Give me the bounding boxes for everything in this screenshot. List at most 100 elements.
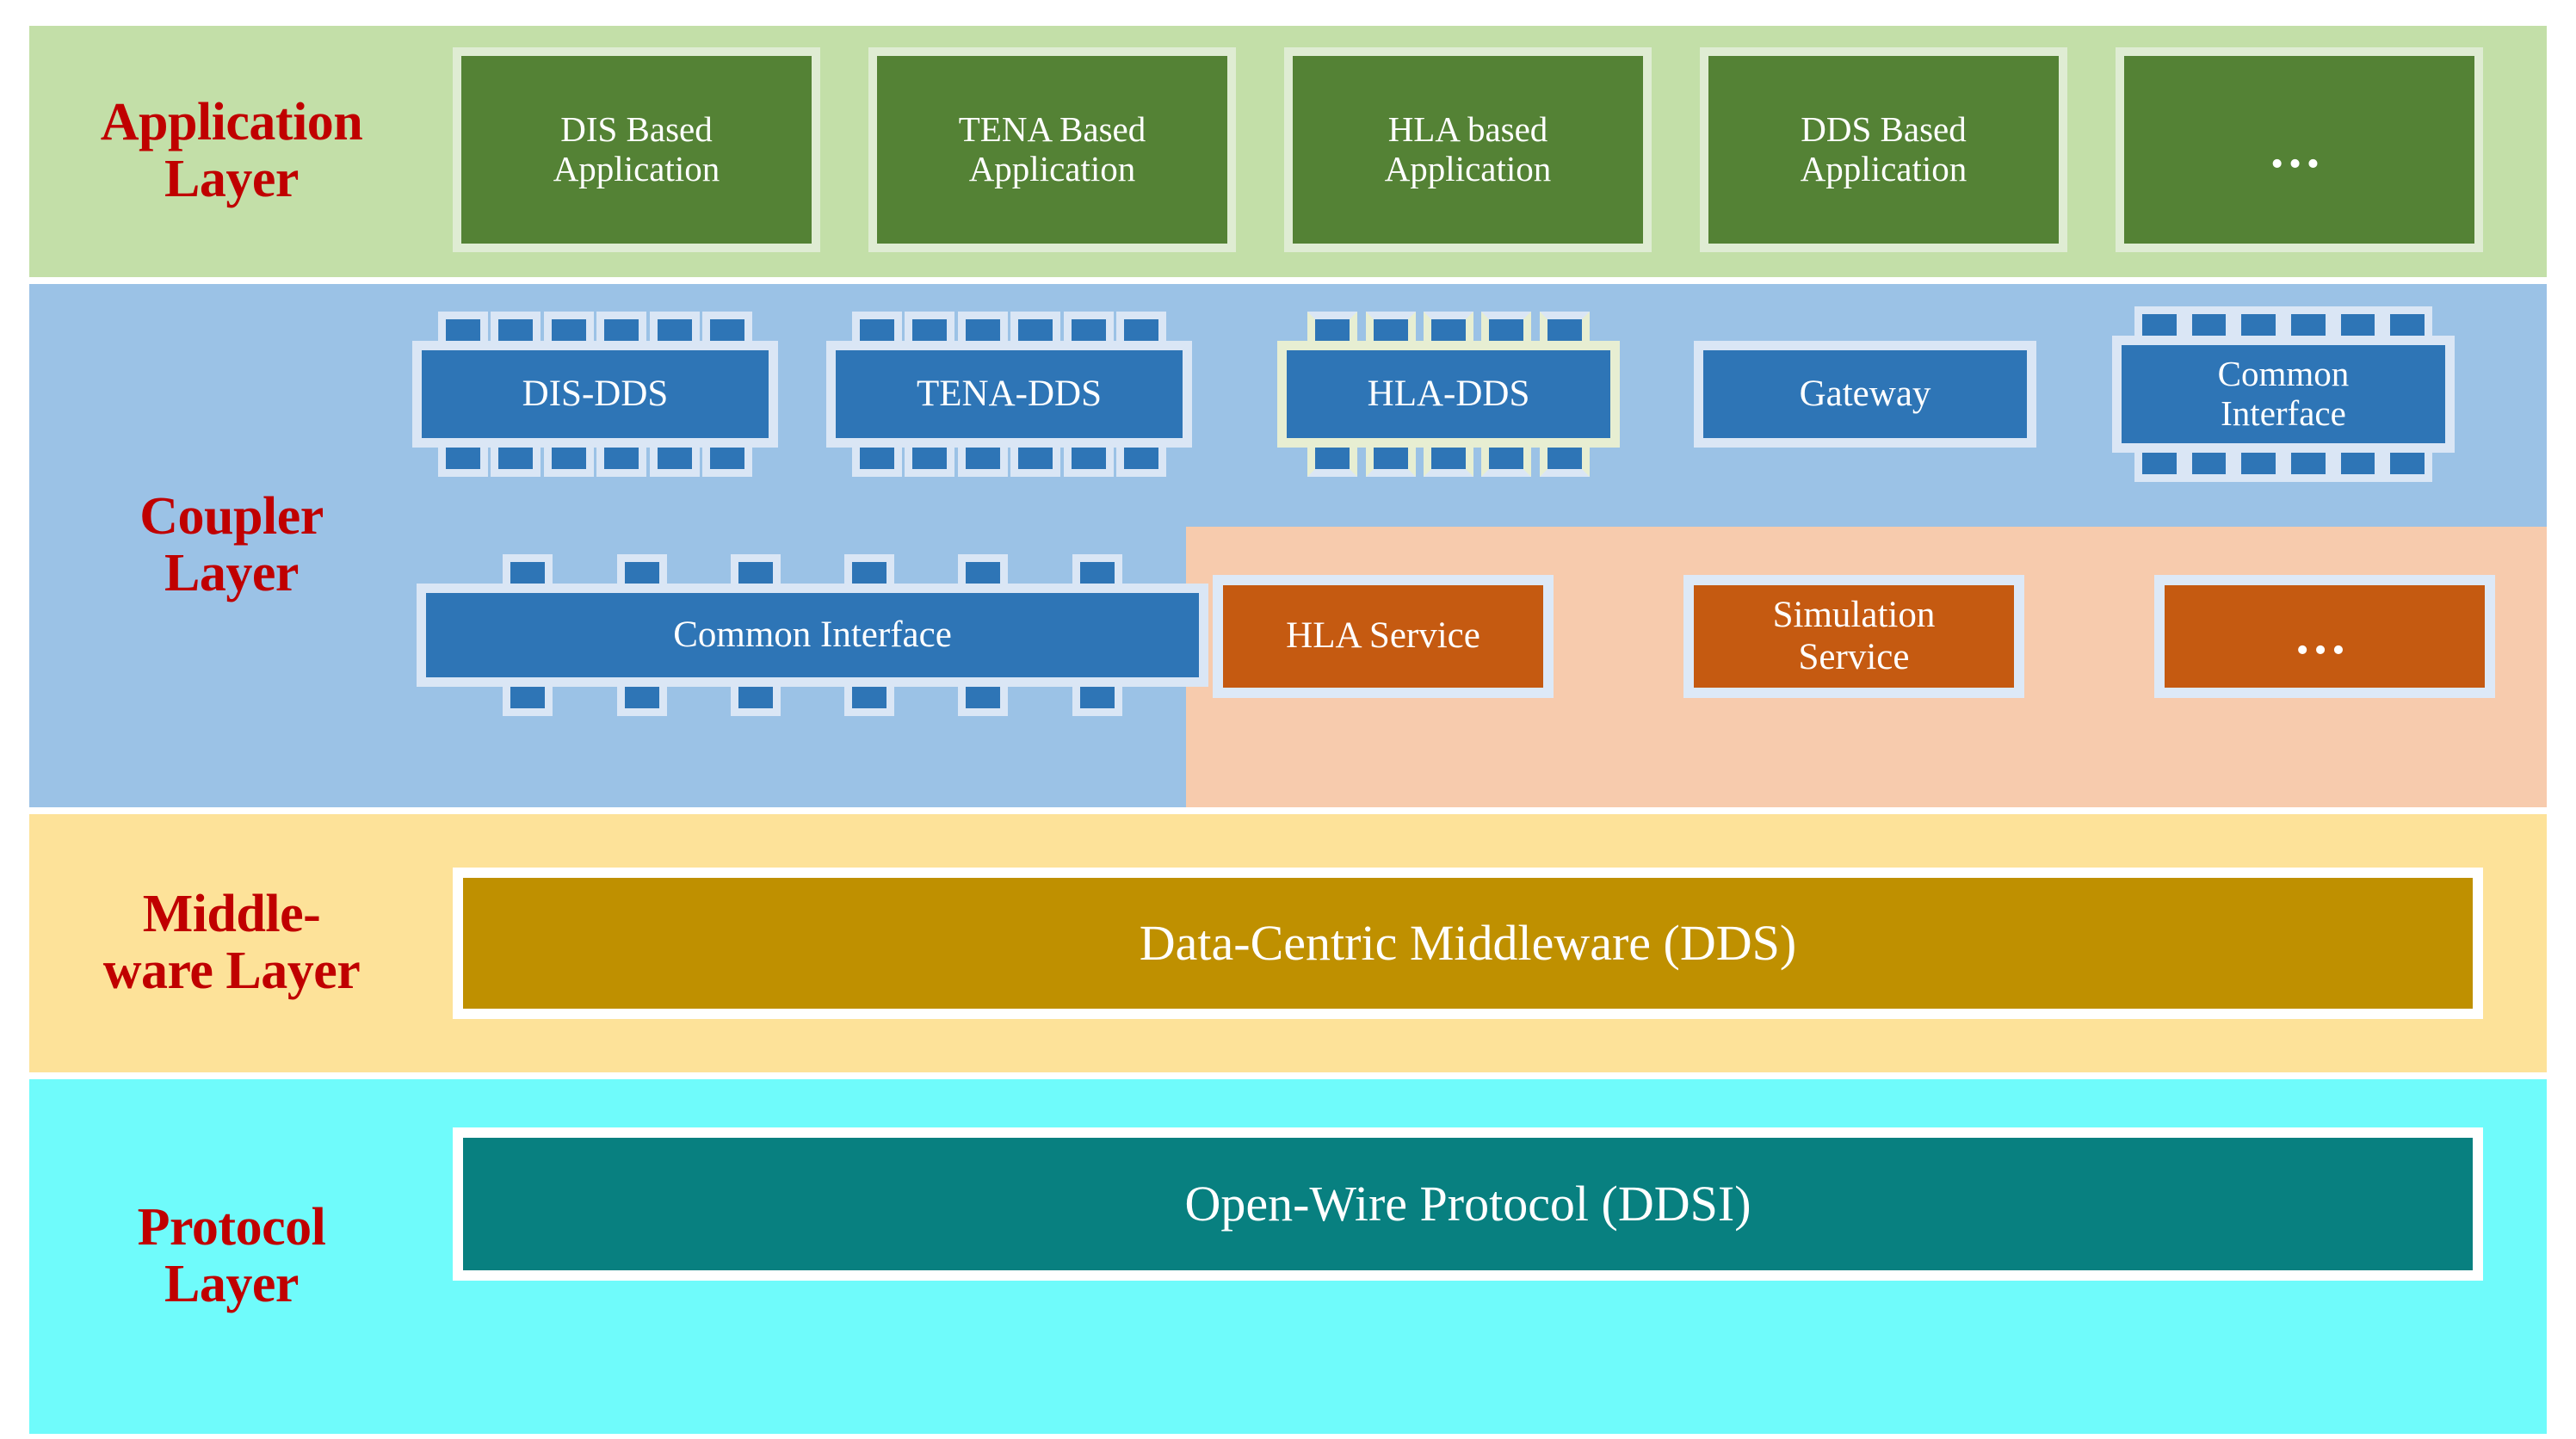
app-box-dis[interactable]: DIS Based Application	[453, 47, 820, 252]
chip-pin	[437, 312, 488, 341]
chip-pin	[543, 448, 594, 477]
chip-pin	[503, 554, 553, 584]
coupler-chip-label: HLA-DDS	[1367, 373, 1530, 414]
chip-pin	[543, 312, 594, 341]
layer-body-middleware: Data-Centric Middleware (DDS)	[434, 814, 2547, 1072]
layer-label-line: Coupler	[139, 487, 324, 547]
layer-label-line: Protocol	[137, 1198, 326, 1257]
chip-pin	[1481, 448, 1532, 477]
chip-pin	[1365, 312, 1416, 341]
app-box-tena[interactable]: TENA Based Application	[868, 47, 1236, 252]
chip-pin	[2332, 453, 2383, 482]
chip-pin	[2134, 306, 2184, 336]
chip-pin	[905, 312, 955, 341]
layer-label-line: Application	[100, 93, 363, 152]
chip-pins-bottom	[417, 687, 1208, 716]
service-box-label: HLA Service	[1286, 615, 1480, 657]
layer-label-middleware: Middle- ware Layer	[29, 814, 434, 1072]
chip-pins-top	[2112, 306, 2455, 336]
chip-pin	[1072, 687, 1122, 716]
coupler-chip-body: TENA-DDS	[826, 341, 1192, 448]
chip-pin	[1116, 448, 1167, 477]
coupler-box-label: Gateway	[1799, 373, 1931, 414]
chip-pin	[1307, 312, 1358, 341]
ellipsis-icon: …	[2268, 120, 2331, 179]
coupler-chip-hla-dds[interactable]: HLA-DDS	[1277, 312, 1620, 477]
chip-pins-bottom	[2112, 453, 2455, 482]
layer-application: Application Layer DIS Based Application …	[29, 26, 2547, 277]
layer-body-coupler: DIS-DDS	[412, 284, 2547, 807]
chip-pin	[649, 312, 700, 341]
chip-pin	[2382, 306, 2433, 336]
chip-pin	[503, 687, 553, 716]
coupler-chip-dis-dds[interactable]: DIS-DDS	[412, 312, 778, 477]
service-box-label: Simulation Service	[1772, 595, 1936, 677]
coupler-chip-label: TENA-DDS	[917, 373, 1102, 414]
app-box-more[interactable]: …	[2116, 47, 2483, 252]
chip-pin	[957, 312, 1008, 341]
coupler-chip-common-interface-wide[interactable]: Common Interface	[417, 554, 1208, 716]
chip-pin	[2134, 453, 2184, 482]
coupler-chip-body: Common Interface	[417, 584, 1208, 687]
coupler-chip-label: DIS-DDS	[522, 373, 669, 414]
protocol-bar[interactable]: Open-Wire Protocol (DDSI)	[453, 1127, 2483, 1281]
layer-coupler: Coupler Layer DIS-DDS	[29, 284, 2547, 807]
chip-pin	[1063, 312, 1114, 341]
chip-pin	[1072, 554, 1122, 584]
app-box-label: DDS Based Application	[1800, 109, 1968, 188]
chip-pins-bottom	[826, 448, 1192, 477]
middleware-bar-label: Data-Centric Middleware (DDS)	[1139, 914, 1797, 971]
chip-pin	[1423, 448, 1473, 477]
chip-pin	[957, 448, 1008, 477]
chip-pin	[1010, 448, 1061, 477]
coupler-box-gateway[interactable]: Gateway	[1694, 341, 2036, 448]
chip-pin	[616, 687, 667, 716]
layer-label-line: Layer	[164, 1255, 299, 1313]
chip-pin	[2283, 306, 2333, 336]
coupler-chip-tena-dds[interactable]: TENA-DDS	[826, 312, 1192, 477]
chip-pins-top	[412, 312, 778, 341]
chip-pin	[491, 312, 541, 341]
app-box-label: TENA Based Application	[958, 109, 1146, 188]
service-box-more[interactable]: …	[2154, 575, 2495, 698]
chip-pin	[1539, 448, 1590, 477]
chip-pin	[2184, 453, 2234, 482]
chip-pin	[851, 448, 902, 477]
layer-label-application: Application Layer	[29, 26, 434, 277]
chip-pin	[958, 554, 1009, 584]
chip-pin	[1010, 312, 1061, 341]
chip-pin	[596, 448, 647, 477]
chip-pin	[844, 554, 895, 584]
chip-pin	[596, 312, 647, 341]
chip-pin	[616, 554, 667, 584]
chip-pin	[1539, 312, 1590, 341]
chip-pin	[1116, 312, 1167, 341]
layer-middleware: Middle- ware Layer Data-Centric Middlewa…	[29, 814, 2547, 1072]
app-box-label: DIS Based Application	[553, 109, 720, 188]
chip-pin	[905, 448, 955, 477]
service-box-simulation-service[interactable]: Simulation Service	[1683, 575, 2024, 698]
chip-pins-top	[826, 312, 1192, 341]
chip-pins-bottom	[412, 448, 778, 477]
middleware-bar[interactable]: Data-Centric Middleware (DDS)	[453, 868, 2483, 1019]
chip-pin	[2184, 306, 2234, 336]
layer-label-line: Middle-	[142, 885, 321, 944]
layer-label-line: Layer	[164, 150, 299, 208]
chip-pin	[702, 448, 753, 477]
coupler-chip-body: Common Interface	[2112, 336, 2455, 453]
chip-pin	[2332, 306, 2383, 336]
app-box-dds[interactable]: DDS Based Application	[1700, 47, 2067, 252]
service-box-hla-service[interactable]: HLA Service	[1213, 575, 1554, 698]
chip-pin	[2233, 453, 2284, 482]
app-box-hla[interactable]: HLA based Application	[1284, 47, 1652, 252]
layer-label-line: Layer	[164, 544, 299, 602]
coupler-chip-common-interface[interactable]: Common Interface	[2112, 306, 2455, 482]
coupler-chip-label: Common Interface	[673, 614, 952, 655]
chip-pin	[649, 448, 700, 477]
chip-pins-bottom	[1277, 448, 1620, 477]
chip-pins-top	[1277, 312, 1620, 341]
chip-pin	[2382, 453, 2433, 482]
chip-pin	[2283, 453, 2333, 482]
chip-pin	[1481, 312, 1532, 341]
